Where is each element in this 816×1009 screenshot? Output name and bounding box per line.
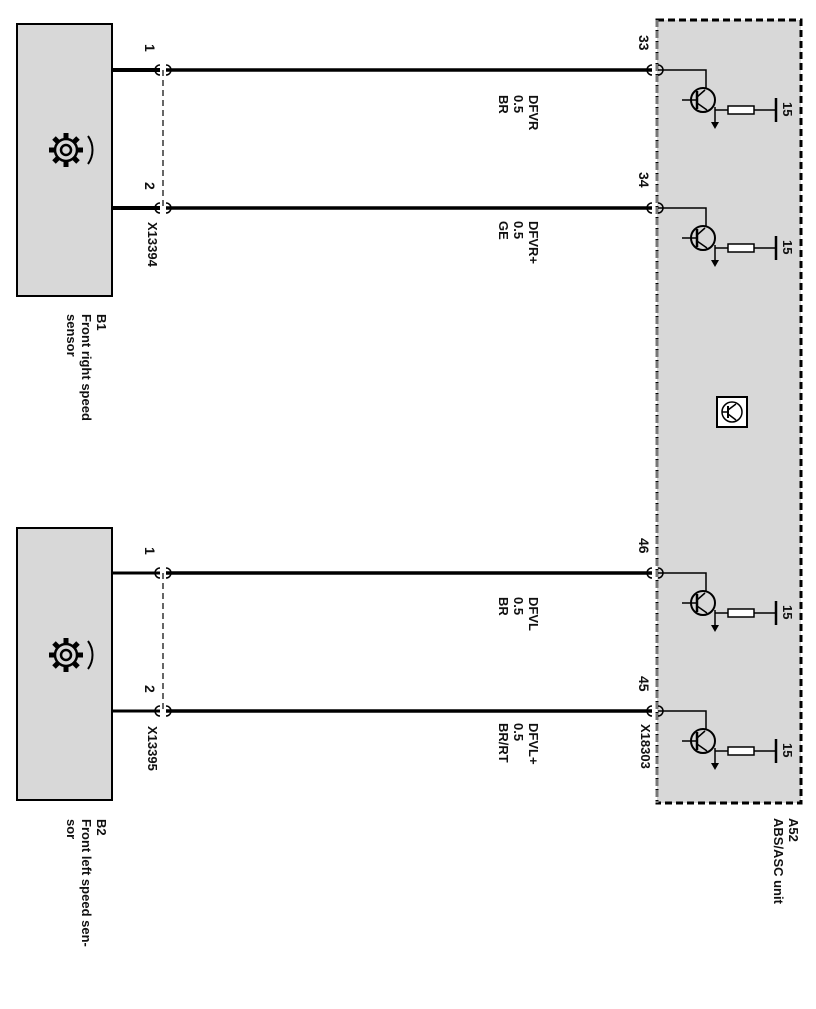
sensor-b1-pin-1: 1: [142, 44, 158, 52]
unit-pin-33: 33: [636, 35, 652, 51]
terminal-15-label: 15: [780, 605, 795, 620]
sensor-b2-box: [16, 527, 113, 801]
unit-pin-45: 45: [636, 676, 652, 692]
unit-pin-34: 34: [636, 172, 652, 188]
sensor-b2-pin-2: 2: [142, 685, 158, 693]
connector-x13395-label: X13395: [145, 726, 160, 771]
unit-title: A52 ABS/ASC unit: [771, 818, 801, 904]
sensor-b1-pin-2: 2: [142, 182, 158, 190]
terminal-15-label: 15: [780, 102, 795, 117]
sensor-b2-title: B2 Front left speed sen- sor: [64, 819, 109, 947]
transistor-symbol-icon: [716, 396, 748, 428]
terminal-15-label: 15: [780, 240, 795, 255]
sensor-b1-title: B1 Front right speed sensor: [64, 314, 109, 421]
connector-x18303-label: X18303: [638, 724, 653, 769]
terminal-15-label: 15: [780, 743, 795, 758]
unit-pin-46: 46: [636, 538, 652, 554]
sensor-b2-pin-1: 1: [142, 547, 158, 555]
connector-x13394-label: X13394: [145, 222, 160, 267]
